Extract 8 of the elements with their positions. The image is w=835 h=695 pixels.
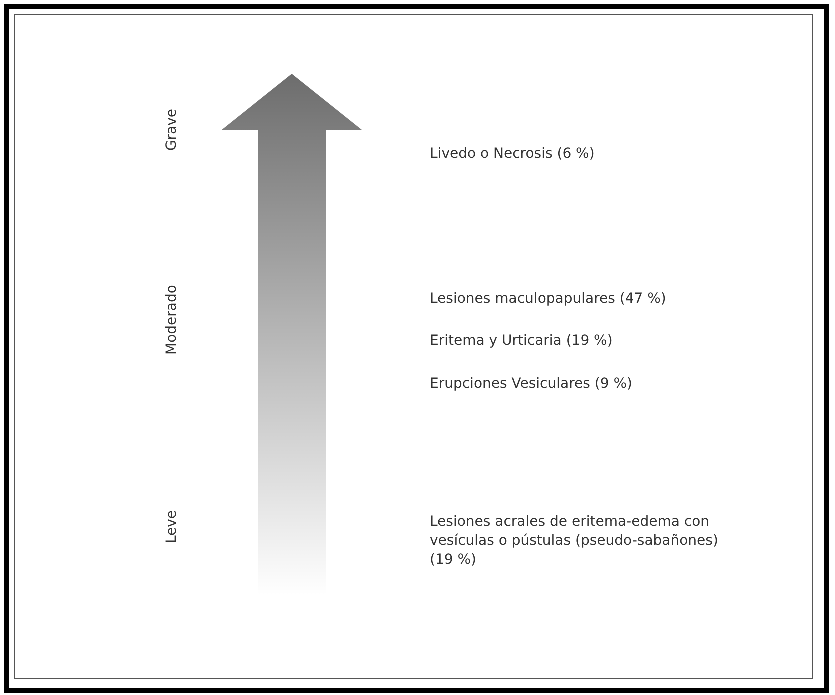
severity-level-label: Grave — [164, 108, 180, 152]
severity-level-label: Leve — [164, 510, 180, 544]
finding-label: Erupciones Vesiculares (9 %) — [430, 375, 634, 394]
severity-level-label: Moderado — [164, 285, 180, 355]
finding-label: Livedo o Necrosis (6 %) — [430, 145, 596, 164]
finding-label: Lesiones acrales de eritema-edema con vesículas o pústulas (pseudo-sabañones) (19 %) — [430, 513, 720, 570]
finding-label: Lesiones maculopapulares (47 %) — [430, 290, 668, 309]
finding-label: Eritema y Urticaria (19 %) — [430, 332, 614, 351]
